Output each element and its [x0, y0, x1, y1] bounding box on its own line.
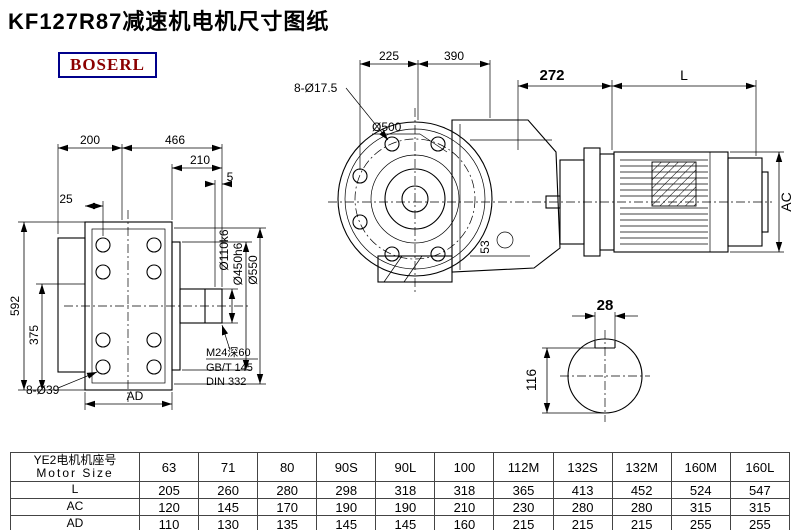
table-header-row: YE2电机机座号 Motor Size 63 71 80 90S 90L 100… [10, 452, 791, 482]
table-cell: 145 [316, 515, 377, 530]
table-cell: 190 [316, 498, 377, 516]
dim-bolt-holes-front: 8-Ø39 [26, 383, 60, 397]
front-view: 200 466 210 5 25 592 375 8 [8, 133, 266, 410]
dim-spigot-dia: Ø450h6 [231, 242, 245, 285]
table-cell: 190 [375, 498, 436, 516]
col-header: 160M [670, 452, 731, 482]
dim-bolt-holes-side: 8-Ø17.5 [294, 81, 338, 95]
dim-L: L [680, 67, 688, 83]
table-cell: 413 [552, 481, 613, 499]
row-label: L [10, 481, 140, 499]
col-header: 90L [375, 452, 436, 482]
col-header: 112M [493, 452, 554, 482]
dim-466: 466 [165, 133, 185, 147]
row-label: AD [10, 515, 140, 530]
dim-53: 53 [478, 240, 492, 254]
table-cell: 547 [729, 481, 791, 499]
table-cell: 280 [257, 481, 318, 499]
dim-500: Ø500 [372, 120, 402, 134]
table-cell: 365 [493, 481, 554, 499]
side-view: 225 390 8-Ø17.5 Ø500 272 L 53 AC [294, 49, 794, 294]
table-cell: 145 [375, 515, 436, 530]
dim-shaft-dia: Ø110k6 [217, 229, 231, 270]
col-header: 132M [611, 452, 672, 482]
table-cell: 255 [729, 515, 791, 530]
table-cell: 318 [375, 481, 436, 499]
page-title: KF127R87减速机电机尺寸图纸 [8, 9, 330, 34]
dim-200: 200 [80, 133, 100, 147]
table-cell: 280 [552, 498, 613, 516]
col-header: 160L [729, 452, 791, 482]
dim-390: 390 [444, 49, 464, 63]
table-cell: 110 [138, 515, 200, 530]
dim-225: 225 [379, 49, 399, 63]
table-cell: 524 [670, 481, 731, 499]
dim-210: 210 [190, 153, 210, 167]
table-cell: 315 [670, 498, 731, 516]
table-cell: 130 [198, 515, 259, 530]
dim-272: 272 [539, 67, 564, 84]
table-cell: 215 [611, 515, 672, 530]
table-header-label: YE2电机机座号 Motor Size [10, 452, 140, 482]
table-cell: 145 [198, 498, 259, 516]
table-cell: 160 [434, 515, 495, 530]
dim-28: 28 [597, 297, 614, 314]
col-header: 71 [198, 452, 259, 482]
col-header: 80 [257, 452, 318, 482]
technical-drawing: 200 466 210 5 25 592 375 8 [8, 49, 794, 422]
motor-size-table: YE2电机机座号 Motor Size 63 71 80 90S 90L 100… [10, 452, 791, 530]
dim-5: 5 [227, 170, 234, 184]
boserl-logo: BOSERL [58, 52, 157, 78]
note-m24: M24深60 [206, 346, 251, 359]
table-header-en: Motor Size [36, 466, 114, 480]
dim-592: 592 [8, 296, 22, 316]
row-label: AC [10, 498, 140, 516]
table-cell: 135 [257, 515, 318, 530]
table-cell: 215 [493, 515, 554, 530]
dim-ac: AC [778, 192, 794, 211]
col-header: 132S [552, 452, 613, 482]
shaft-section-view: 28 116 [523, 297, 650, 422]
table-row-AD: AD 110 130 135 145 145 160 215 215 215 2… [10, 515, 791, 530]
col-header: 90S [316, 452, 377, 482]
table-cell: 205 [138, 481, 200, 499]
table-cell: 210 [434, 498, 495, 516]
note-din: DIN 332 [206, 376, 246, 388]
table-cell: 452 [611, 481, 672, 499]
table-cell: 230 [493, 498, 554, 516]
dim-25: 25 [59, 192, 73, 206]
table-cell: 255 [670, 515, 731, 530]
col-header: 63 [138, 452, 200, 482]
table-cell: 280 [611, 498, 672, 516]
dim-116: 116 [523, 369, 539, 392]
table-header-cn: YE2电机机座号 [33, 452, 117, 467]
dim-flange-dia: Ø550 [246, 255, 260, 285]
table-cell: 260 [198, 481, 259, 499]
table-cell: 215 [552, 515, 613, 530]
note-gbt: GB/T 145 [206, 362, 253, 374]
table-cell: 318 [434, 481, 495, 499]
table-cell: 170 [257, 498, 318, 516]
table-cell: 120 [138, 498, 200, 516]
col-header: 100 [434, 452, 495, 482]
table-cell: 298 [316, 481, 377, 499]
table-row-L: L 205 260 280 298 318 318 365 413 452 52… [10, 481, 791, 499]
dim-375: 375 [27, 325, 41, 345]
table-cell: 315 [729, 498, 791, 516]
dim-ad: AD [127, 389, 144, 403]
table-row-AC: AC 120 145 170 190 190 210 230 280 280 3… [10, 498, 791, 516]
